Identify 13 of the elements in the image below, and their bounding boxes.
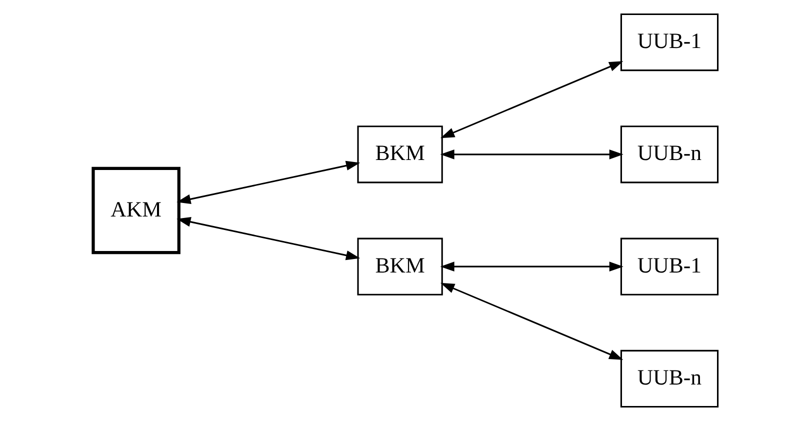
node-box: UUB-1 [620, 13, 718, 72]
node-box: BKM [356, 126, 442, 184]
node-box: UUB-n [620, 350, 718, 408]
node-box: AKM [91, 166, 180, 254]
arrow [440, 282, 623, 360]
arrow [440, 150, 623, 160]
node-box: BKM [356, 238, 442, 296]
arrow [176, 217, 360, 260]
arrow [440, 262, 623, 272]
node-box: UUB-1 [620, 238, 718, 296]
node-box: UUB-n [620, 126, 718, 184]
arrow [440, 61, 623, 138]
arrow [176, 160, 360, 204]
